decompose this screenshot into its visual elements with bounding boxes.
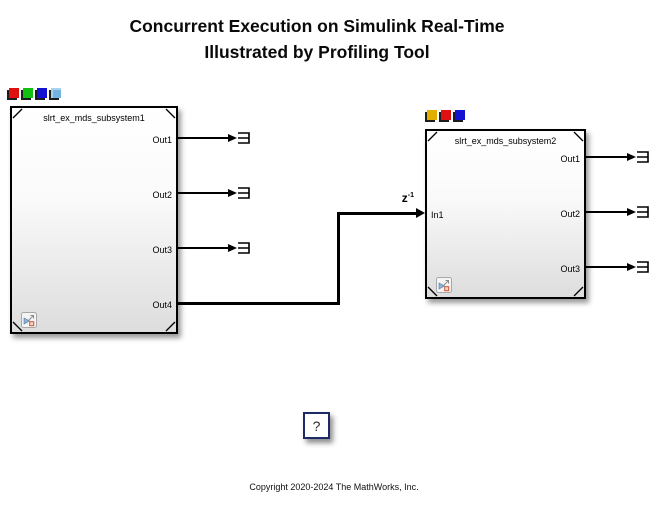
sample-rate-square-red xyxy=(441,110,451,120)
subsystem1-port-out1: Out1 xyxy=(152,135,172,145)
signal-line-out2[interactable] xyxy=(586,211,627,213)
copyright-text: Copyright 2020-2024 The MathWorks, Inc. xyxy=(249,482,419,492)
delayed-signal-line-segment[interactable] xyxy=(337,211,340,305)
signal-line-out1[interactable] xyxy=(178,137,228,139)
open-subsystem-badge-icon[interactable] xyxy=(436,277,452,293)
subsystem2-port-out1: Out1 xyxy=(560,154,580,164)
signal-arrowhead-icon xyxy=(627,262,636,271)
signal-arrowhead-icon xyxy=(627,207,636,216)
signal-line-out3[interactable] xyxy=(178,247,228,249)
delayed-signal-line-segment[interactable] xyxy=(178,301,340,305)
subsystem2-name: slrt_ex_mds_subsystem2 xyxy=(454,136,557,146)
subsystem2-port-out2: Out2 xyxy=(560,209,580,219)
sample-rate-square-lightblue xyxy=(51,88,61,98)
signal-line-out2[interactable] xyxy=(178,192,228,194)
signal-line-out1[interactable] xyxy=(586,156,627,158)
sample-rate-square-blue xyxy=(37,88,47,98)
signal-arrowhead-icon xyxy=(228,243,237,252)
sample-rate-square-yellow xyxy=(427,110,437,120)
sample-rate-colors-subsystem1 xyxy=(9,88,61,98)
delay-exponent: -1 xyxy=(407,192,414,199)
subsystem1-block[interactable]: slrt_ex_mds_subsystem1 Out1 Out2 Out3 Ou… xyxy=(10,106,178,334)
terminator-block-icon[interactable] xyxy=(238,186,252,200)
subsystem1-name: slrt_ex_mds_subsystem1 xyxy=(43,113,145,123)
open-subsystem-badge-icon[interactable] xyxy=(21,312,37,328)
signal-arrowhead-icon xyxy=(627,152,636,161)
delay-z: z xyxy=(401,191,408,205)
sample-rate-square-blue xyxy=(455,110,465,120)
signal-line-out3[interactable] xyxy=(586,266,627,268)
rate-transition-delay-label: z-1 xyxy=(388,191,414,205)
terminator-block-icon[interactable] xyxy=(637,205,651,219)
terminator-block-icon[interactable] xyxy=(238,241,252,255)
sample-rate-colors-subsystem2 xyxy=(427,110,465,120)
sample-rate-square-red xyxy=(9,88,19,98)
terminator-block-icon[interactable] xyxy=(238,131,252,145)
help-block[interactable]: ? xyxy=(303,412,330,439)
subsystem2-block[interactable]: slrt_ex_mds_subsystem2 In1 Out1 Out2 Out… xyxy=(425,129,586,299)
terminator-block-icon[interactable] xyxy=(637,260,651,274)
corner-notches xyxy=(12,108,176,332)
help-label: ? xyxy=(312,417,321,434)
delayed-signal-line-segment[interactable] xyxy=(337,211,416,215)
sample-rate-square-green xyxy=(23,88,33,98)
model-title: Concurrent Execution on Simulink Real-Ti… xyxy=(0,13,634,65)
terminator-block-icon[interactable] xyxy=(637,150,651,164)
model-title-line-1: Concurrent Execution on Simulink Real-Ti… xyxy=(129,16,505,36)
subsystem2-port-out3: Out3 xyxy=(560,264,580,274)
corner-notches xyxy=(427,131,584,297)
subsystem1-port-out3: Out3 xyxy=(152,245,172,255)
signal-arrowhead-icon xyxy=(228,133,237,142)
subsystem2-port-in1: In1 xyxy=(431,210,444,220)
signal-arrowhead-icon xyxy=(416,208,425,218)
model-title-line-2: Illustrated by Profiling Tool xyxy=(204,42,430,62)
signal-arrowhead-icon xyxy=(228,188,237,197)
subsystem1-port-out4: Out4 xyxy=(152,300,172,310)
subsystem1-port-out2: Out2 xyxy=(152,190,172,200)
